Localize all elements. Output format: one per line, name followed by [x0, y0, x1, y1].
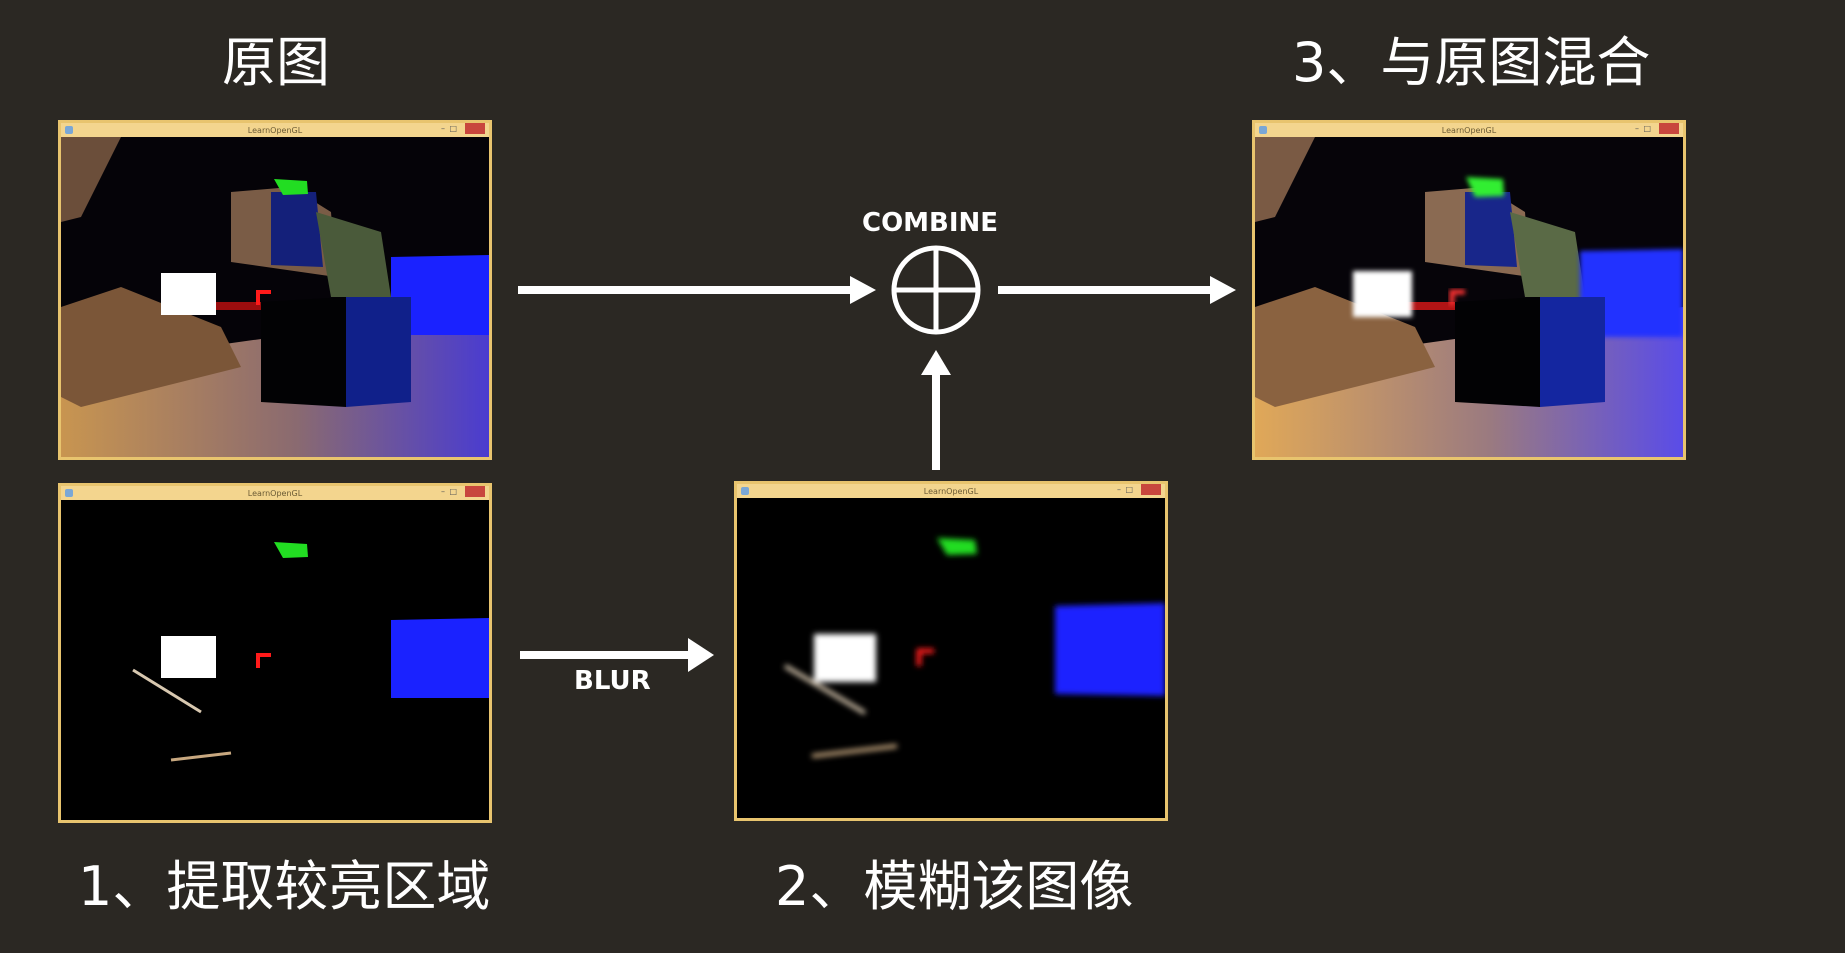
minimize-icon[interactable]: –	[441, 487, 445, 496]
scene-blurred-image	[737, 498, 1165, 818]
arrow-up-icon	[921, 350, 951, 470]
caption-step2-blur: 2、模糊该图像	[775, 855, 1134, 918]
app-icon	[1259, 126, 1267, 134]
window-title: LearnOpenGL	[247, 125, 303, 135]
window-titlebar: LearnOpenGL – □	[1255, 123, 1683, 137]
app-icon	[65, 126, 73, 134]
window-bright-regions: LearnOpenGL – □	[58, 483, 492, 823]
window-original-scene: LearnOpenGL – □	[58, 120, 492, 460]
close-icon[interactable]	[1659, 123, 1679, 134]
maximize-icon[interactable]: □	[449, 487, 457, 496]
close-icon[interactable]	[1141, 484, 1161, 495]
combine-label: COMBINE	[862, 208, 999, 238]
close-icon[interactable]	[465, 486, 485, 497]
app-icon	[741, 487, 749, 495]
window-blurred: LearnOpenGL – □	[734, 481, 1168, 821]
arrow-right-icon	[998, 276, 1236, 304]
window-title: LearnOpenGL	[1441, 125, 1497, 135]
caption-step1-extract-bright: 1、提取较亮区域	[78, 855, 491, 918]
combine-plus-circle-icon	[891, 245, 981, 335]
blur-label: BLUR	[574, 666, 651, 696]
maximize-icon[interactable]: □	[1125, 485, 1133, 494]
window-titlebar: LearnOpenGL – □	[737, 484, 1165, 498]
minimize-icon[interactable]: –	[1117, 485, 1121, 494]
app-icon	[65, 489, 73, 497]
minimize-icon[interactable]: –	[1635, 124, 1639, 133]
minimize-icon[interactable]: –	[441, 124, 445, 133]
window-titlebar: LearnOpenGL – □	[61, 123, 489, 137]
maximize-icon[interactable]: □	[449, 124, 457, 133]
close-icon[interactable]	[465, 123, 485, 134]
window-combined-result: LearnOpenGL – □	[1252, 120, 1686, 460]
window-title: LearnOpenGL	[923, 486, 979, 496]
maximize-icon[interactable]: □	[1643, 124, 1651, 133]
window-titlebar: LearnOpenGL – □	[61, 486, 489, 500]
caption-original: 原图	[222, 31, 330, 94]
scene-original-image	[61, 137, 489, 457]
scene-bright-image	[61, 500, 489, 820]
caption-step3-combine: 3、与原图混合	[1292, 31, 1651, 94]
window-title: LearnOpenGL	[247, 488, 303, 498]
scene-combined-image	[1255, 137, 1683, 457]
arrow-right-icon	[518, 276, 876, 304]
